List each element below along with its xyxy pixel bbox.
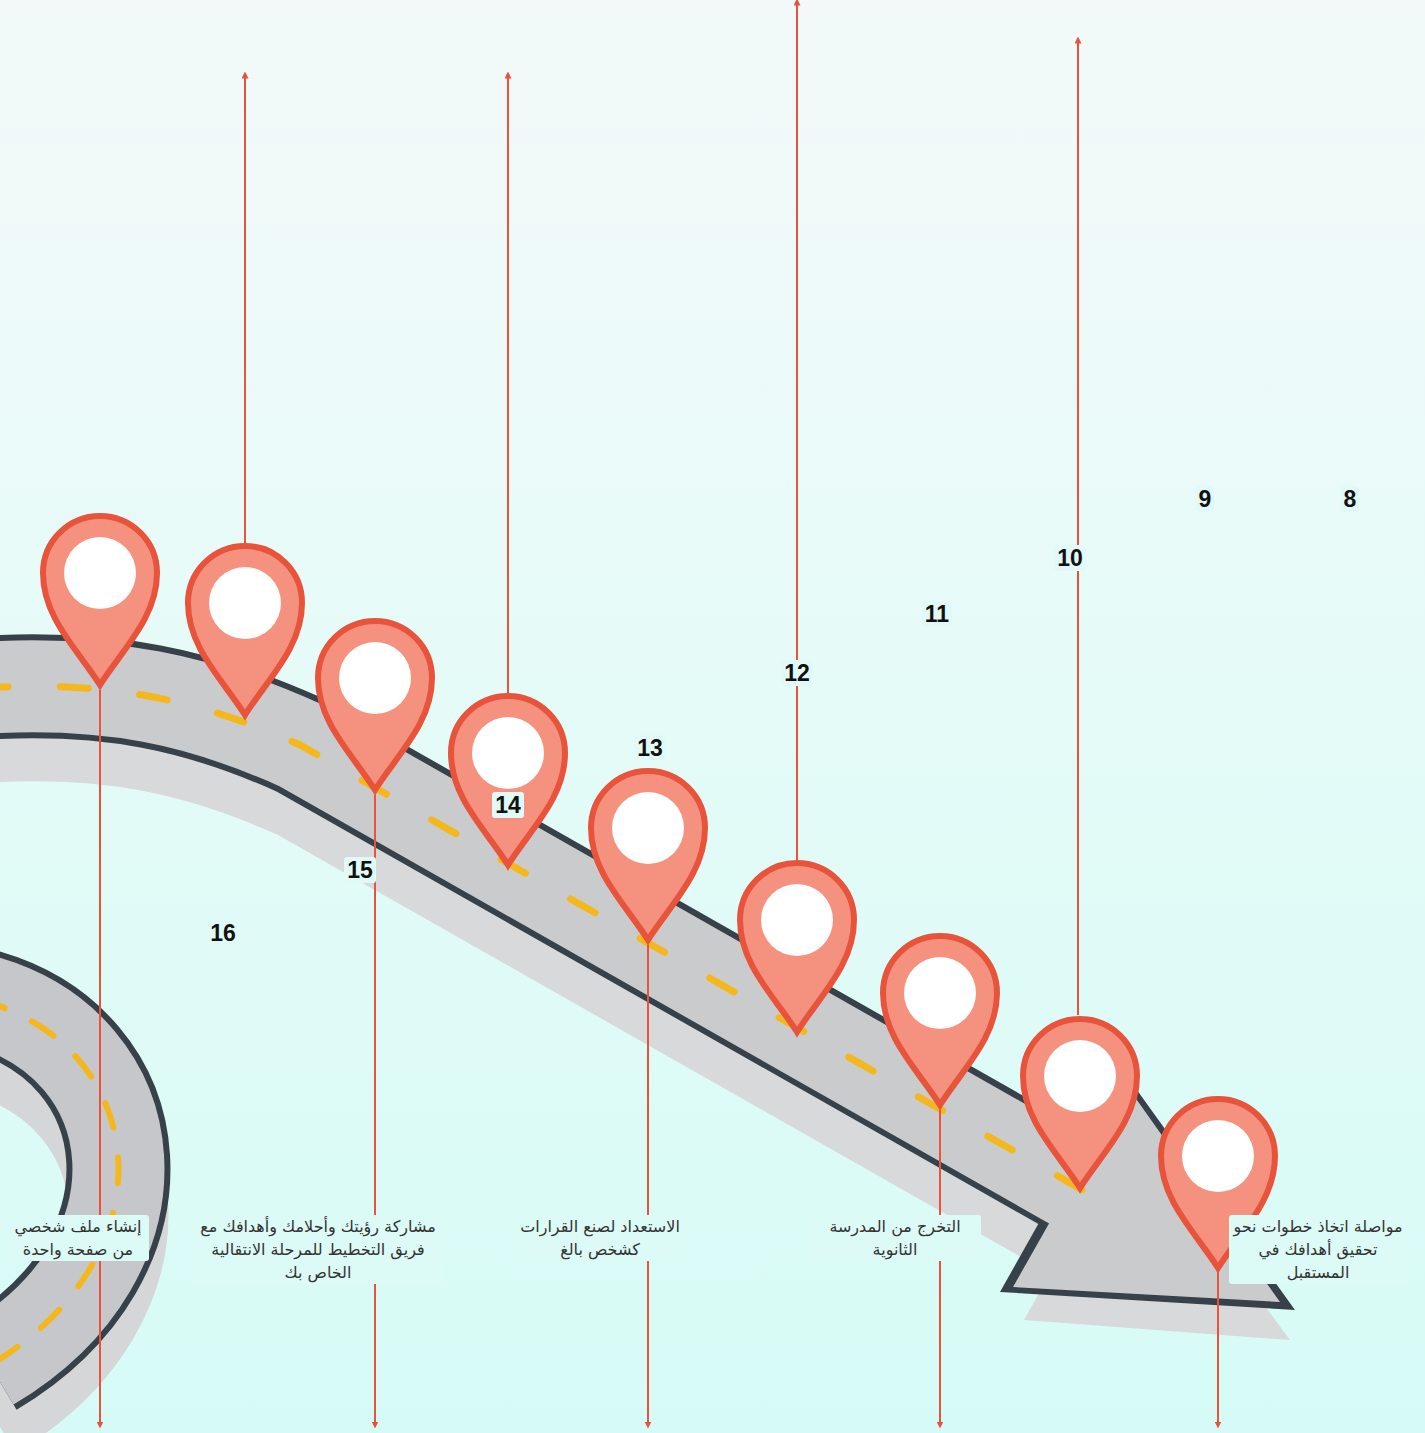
map-pin (883, 936, 997, 1105)
pin-hole (472, 717, 544, 789)
leader-line (99, 690, 101, 1425)
milestone-text: التخرج من المدرسة الثانوية (810, 1215, 981, 1261)
map-pin (740, 863, 854, 1032)
pin-hole (761, 884, 833, 956)
leader-line (1217, 1272, 1219, 1425)
callout-number: 12 (781, 660, 813, 686)
map-pin (43, 516, 157, 685)
leader-line (374, 795, 376, 1425)
pin-hole (904, 957, 976, 1029)
callout-number: 9 (1196, 486, 1215, 512)
leader-line (939, 1110, 941, 1425)
callout-number: 16 (207, 920, 239, 946)
pin-body (451, 696, 565, 865)
pin-body (740, 863, 854, 1032)
road-surface (0, 686, 1078, 1187)
map-pin (591, 771, 705, 940)
pin-body (1023, 1019, 1137, 1188)
pin-hole (209, 567, 281, 639)
road-dashes (0, 686, 1100, 1200)
pin-body (188, 546, 302, 715)
pin-body (591, 771, 705, 940)
leader-line (796, 2, 798, 860)
pin-body (883, 936, 997, 1105)
milestone-text: الاستعداد لصنع القرارات كشخص بالغ (515, 1215, 686, 1261)
callout-number: 13 (634, 735, 666, 761)
pin-body (318, 621, 432, 790)
pin-hole (64, 537, 136, 609)
milestone-text: مواصلة اتخاذ خطوات نحو تحقيق أهدافك في ا… (1229, 1215, 1407, 1284)
map-pins (43, 516, 1275, 1268)
leader-line (1077, 40, 1079, 1015)
milestone-text: مشاركة رؤيتك وأحلامك وأهدافك مع فريق الت… (193, 1215, 444, 1284)
callout-number: 8 (1341, 486, 1360, 512)
pin-hole (339, 642, 411, 714)
leader-lines (100, 2, 1218, 1425)
map-pin (1023, 1019, 1137, 1188)
milestone-text: إنشاء ملف شخصي من صفحة واحدة (8, 1215, 149, 1261)
pin-hole (612, 792, 684, 864)
leader-line (507, 75, 509, 693)
map-pin (188, 546, 302, 715)
map-pin (318, 621, 432, 790)
pin-hole (1044, 1040, 1116, 1112)
pin-body (43, 516, 157, 685)
callout-number: 15 (344, 857, 376, 883)
leader-line (647, 945, 649, 1425)
callout-number: 11 (922, 601, 952, 627)
leader-line (244, 75, 246, 548)
map-pin (451, 696, 565, 865)
pin-hole (1182, 1120, 1254, 1192)
callout-number: 14 (492, 792, 524, 818)
callout-number: 10 (1054, 545, 1086, 571)
